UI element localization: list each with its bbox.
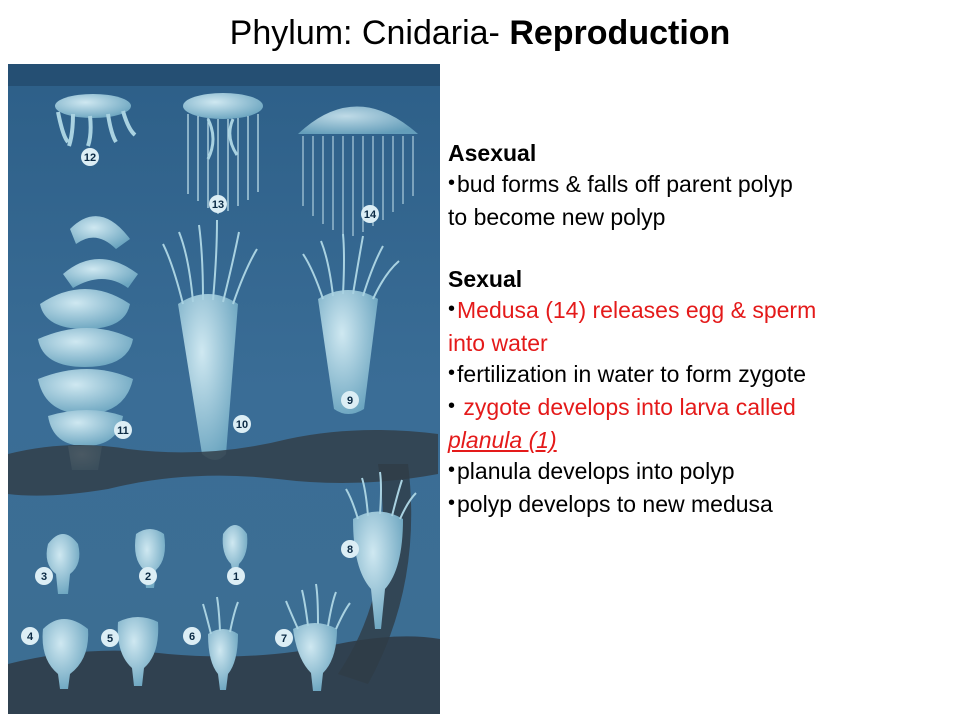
asexual-bullet-1-text: bud forms & falls off parent polyp xyxy=(457,171,793,197)
title-prefix: Phylum: Cnidaria- xyxy=(229,14,510,52)
label-3: 3 xyxy=(41,571,47,583)
medusa-14 xyxy=(298,106,418,236)
sexual-bullet-3-cont: planula (1) xyxy=(448,425,953,456)
polyp-3 xyxy=(46,534,80,594)
slide-title: Phylum: Cnidaria- Reproduction xyxy=(0,10,960,56)
title-bold: Reproduction xyxy=(509,14,731,52)
polyp-4 xyxy=(42,619,89,689)
sexual-bullet-4-text: planula develops into polyp xyxy=(457,458,735,484)
planula-term: planula (1) xyxy=(448,427,557,453)
bullet-dot: • xyxy=(448,395,456,417)
asexual-bullet-1: •bud forms & falls off parent polyp xyxy=(448,169,953,202)
medusa-13 xyxy=(183,93,263,214)
polyp-7 xyxy=(285,583,351,691)
planula-1 xyxy=(222,525,248,576)
sexual-bullet-5: •polyp develops to new medusa xyxy=(448,489,953,522)
bullet-dot: • xyxy=(448,362,456,384)
label-1: 1 xyxy=(233,571,239,583)
sexual-bullet-1-cont: into water xyxy=(448,330,548,356)
polyp-2 xyxy=(135,529,165,588)
spacer xyxy=(448,233,953,264)
bullet-dot: • xyxy=(448,492,456,514)
sexual-bullet-3: • zygote develops into larva called xyxy=(448,392,953,425)
sexual-bullet-3-text: zygote develops into larva called xyxy=(457,394,796,420)
label-2: 2 xyxy=(145,571,151,583)
label-6: 6 xyxy=(189,631,195,643)
strobila-11 xyxy=(38,216,138,470)
label-8: 8 xyxy=(347,544,353,556)
medusa-12 xyxy=(55,94,137,147)
label-13: 13 xyxy=(212,199,224,211)
sexual-heading: Sexual xyxy=(448,266,523,292)
label-12: 12 xyxy=(84,152,96,164)
reproduction-text-panel: Asexual •bud forms & falls off parent po… xyxy=(448,138,953,522)
bullet-dot: • xyxy=(448,298,456,320)
sexual-bullet-4: •planula develops into polyp xyxy=(448,456,953,489)
label-10: 10 xyxy=(236,419,248,431)
number-labels: 12 13 14 11 10 9 8 3 2 1 4 5 6 7 xyxy=(21,148,379,647)
life-cycle-drawing: 12 13 14 11 10 9 8 3 2 1 4 5 6 7 xyxy=(8,64,440,714)
polyp-6 xyxy=(202,596,239,690)
label-11: 11 xyxy=(117,425,129,437)
label-14: 14 xyxy=(364,209,377,221)
sexual-bullet-1-text: Medusa (14) releases egg & sperm xyxy=(457,297,817,323)
sexual-bullet-2-text: fertilization in water to form zygote xyxy=(457,361,806,387)
cnidaria-life-cycle-illustration: 12 13 14 11 10 9 8 3 2 1 4 5 6 7 xyxy=(8,64,440,714)
polyp-8 xyxy=(345,471,417,629)
polyp-5 xyxy=(117,617,159,686)
label-7: 7 xyxy=(281,633,287,645)
asexual-bullet-1-cont: to become new polyp xyxy=(448,204,666,230)
label-4: 4 xyxy=(27,631,34,643)
sexual-bullet-1: •Medusa (14) releases egg & sperm xyxy=(448,295,953,328)
polyp-10 xyxy=(162,219,258,460)
sexual-bullet-2: •fertilization in water to form zygote xyxy=(448,359,953,392)
bullet-dot: • xyxy=(448,459,456,481)
asexual-heading: Asexual xyxy=(448,140,537,166)
label-9: 9 xyxy=(347,395,353,407)
label-5: 5 xyxy=(107,633,113,645)
bullet-dot: • xyxy=(448,172,456,194)
polyp-9 xyxy=(302,233,400,414)
sexual-bullet-5-text: polyp develops to new medusa xyxy=(457,491,773,517)
